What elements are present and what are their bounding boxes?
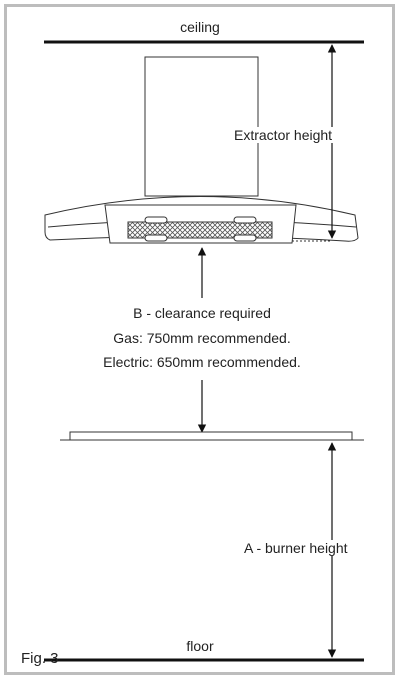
- floor-label: floor: [186, 638, 214, 654]
- clearance-label-line3: Electric: 650mm recommended.: [103, 354, 301, 370]
- ceiling-label: ceiling: [180, 19, 220, 35]
- hob: [69, 431, 353, 441]
- hood-lights: [144, 216, 257, 242]
- figure-label: Fig. 3: [21, 650, 59, 667]
- hood-filter: [127, 221, 273, 239]
- burner-height-label: A - burner height: [242, 540, 350, 556]
- clearance-label-line2: Gas: 750mm recommended.: [113, 330, 291, 346]
- extractor-height-label: Extractor height: [232, 127, 335, 143]
- clearance-label-line1: B - clearance required: [133, 305, 271, 321]
- chimney: [144, 56, 259, 197]
- figure-frame: [4, 4, 395, 675]
